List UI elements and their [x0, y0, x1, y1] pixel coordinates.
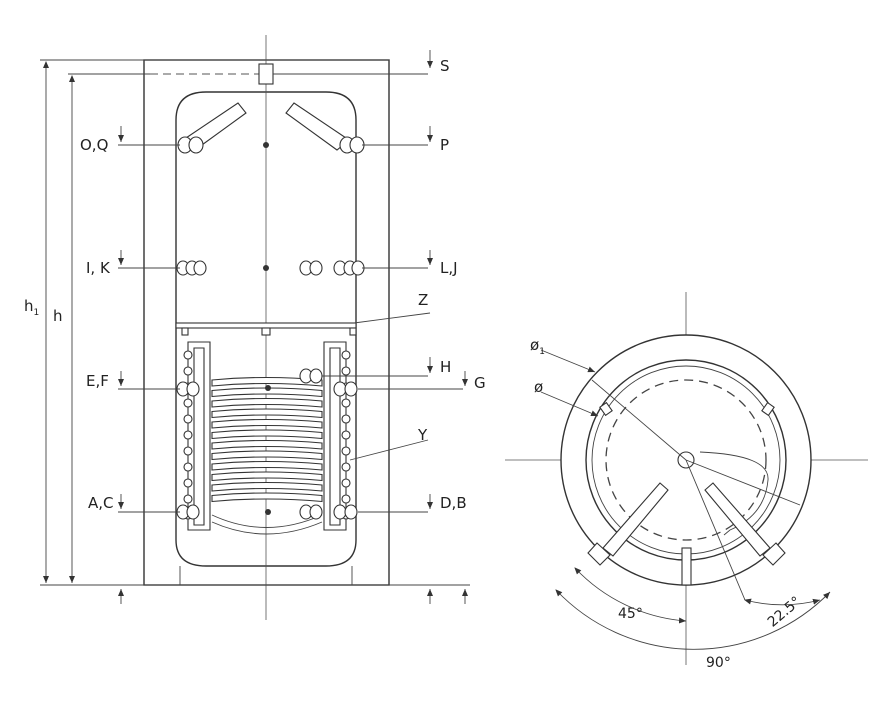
label-z: Z: [418, 291, 428, 309]
flange-notch: [183, 430, 193, 440]
dimension-arrows: [118, 50, 468, 604]
coil-winding: [211, 439, 323, 450]
flange-notch: [183, 366, 193, 376]
top-view: ø1 ø 45° 22.5° 90°: [505, 292, 868, 671]
flange-notch: [341, 446, 351, 456]
label-angle-22-5: 22.5°: [765, 594, 805, 631]
connector-s: [258, 63, 274, 85]
flange-notch: [341, 414, 351, 424]
coil-return-loop: [211, 514, 323, 535]
label-dia-outer: ø1: [530, 336, 545, 357]
label-y: Y: [417, 426, 428, 444]
top-pipe-bottom: [681, 547, 692, 586]
flange-notch: [341, 398, 351, 408]
arc-90: [555, 589, 831, 650]
label-ef: E,F: [86, 372, 109, 390]
coil-winding: [211, 471, 323, 482]
coil-winding: [211, 397, 323, 408]
flange-notch: [341, 494, 351, 504]
flange-notch: [341, 430, 351, 440]
center-dot-upper: [263, 142, 269, 148]
flange-notch: [341, 350, 351, 360]
flange-notch: [183, 478, 193, 488]
label-angle-90: 90°: [706, 655, 731, 671]
label-dia-inner: ø: [534, 378, 543, 396]
heat-exchanger-coil-y: [183, 350, 351, 535]
leader-lines: [40, 59, 470, 586]
middle-connectors: [176, 260, 365, 276]
label-g: G: [474, 374, 486, 392]
flange-notch: [183, 446, 193, 456]
label-lj: L,J: [440, 259, 458, 277]
upper-angled-pipes: [177, 102, 365, 154]
pipe-p-end-2: [349, 136, 365, 154]
flange-notch: [341, 478, 351, 488]
flange-notch: [183, 398, 193, 408]
leader-outer-diameter: [540, 349, 596, 373]
label-db: D,B: [440, 494, 467, 512]
coil-winding: [211, 450, 323, 461]
flange-notch: [183, 494, 193, 504]
flange-notch: [341, 462, 351, 472]
front-view: S O,Q P I, K L,J Z H E,F G Y A,C D,B h h…: [24, 35, 486, 620]
pipe-oq-end-2: [188, 136, 204, 154]
flange-notch: [183, 414, 193, 424]
flange-notch: [183, 462, 193, 472]
label-p: P: [440, 136, 449, 154]
label-oq: O,Q: [80, 136, 108, 154]
coil-winding: [211, 408, 323, 419]
arc-45: [574, 567, 687, 624]
lower-connectors: [176, 368, 358, 520]
coil-dashed-circle: [605, 379, 767, 541]
coil-winding: [211, 418, 323, 429]
arc-22-5: [744, 598, 821, 606]
top-pipe-22: [704, 482, 771, 557]
top-pipe-45: [602, 482, 669, 557]
coil-winding: [211, 481, 323, 492]
label-angle-45: 45°: [618, 606, 643, 622]
label-h1: h1: [24, 297, 39, 318]
flange-notch: [183, 350, 193, 360]
coil-winding: [211, 460, 323, 471]
label-h-total: h: [53, 307, 63, 325]
coil-winding: [211, 492, 323, 503]
coil-winding: [211, 387, 323, 398]
coil-winding: [211, 376, 323, 387]
label-s: S: [440, 57, 450, 75]
coil-winding: [211, 429, 323, 440]
divider-plate-z: [175, 322, 357, 329]
label-ac: A,C: [88, 494, 114, 512]
center-dot-middle: [263, 265, 269, 271]
label-ik: I, K: [86, 259, 111, 277]
label-h-connector: H: [440, 358, 451, 376]
leader-inner-diameter: [540, 391, 599, 417]
flange-notch: [341, 366, 351, 376]
